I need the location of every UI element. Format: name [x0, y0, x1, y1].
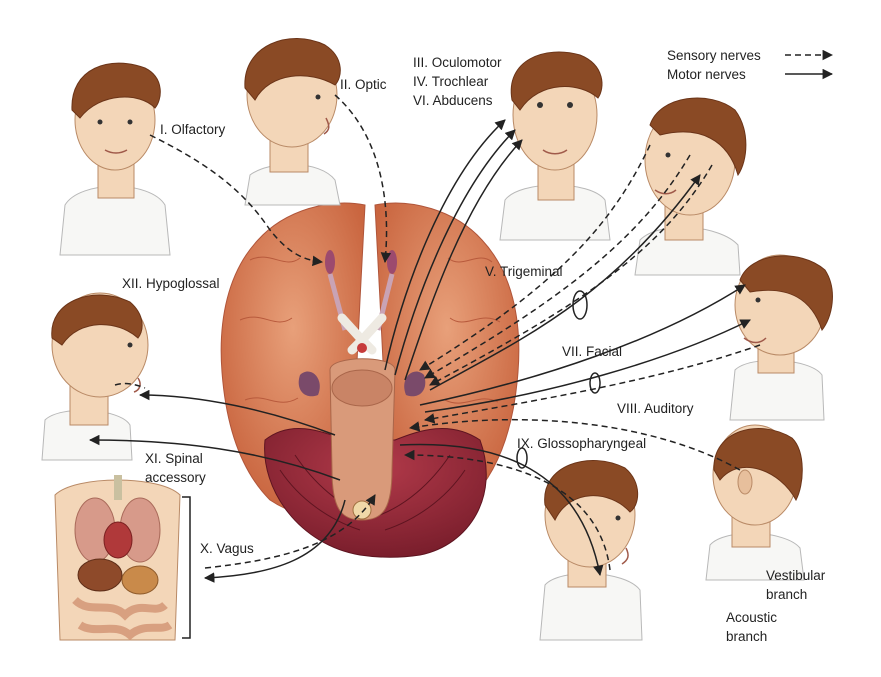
facial-sensory-path — [423, 344, 761, 424]
hypoglossal-nerve-path — [138, 389, 336, 436]
label-spinal-accessory-line1: XI. Spinal — [145, 451, 203, 466]
label-auditory: VIII. Auditory — [617, 401, 694, 416]
trigeminal-sensory-path-2 — [424, 154, 691, 379]
hypoglossal-dash — [114, 382, 146, 389]
abducens-nerve-path — [404, 139, 523, 381]
trigeminal-sensory-path-3 — [429, 164, 713, 386]
torso-vagus — [54, 475, 181, 641]
head-optic — [244, 38, 341, 206]
head-oculomotor — [499, 51, 611, 241]
trigeminal-motor-path — [429, 174, 701, 391]
trochlear-nerve-path — [394, 129, 516, 376]
label-vestibular-line2: branch — [766, 587, 807, 602]
label-trigeminal: V. Trigeminal — [485, 264, 563, 279]
label-optic: II. Optic — [340, 77, 387, 92]
legend-motor-label: Motor nerves — [667, 67, 746, 82]
auditory-nerve-path — [408, 418, 741, 471]
legend: Sensory nerves Motor nerves — [667, 48, 834, 82]
head-hypoglossal — [41, 292, 149, 461]
optic-chiasm — [337, 313, 387, 355]
label-oculomotor: III. Oculomotor — [413, 55, 502, 70]
label-facial: VII. Facial — [562, 344, 622, 359]
vagus-sensory-path — [204, 494, 376, 569]
vagus-motor-path — [203, 499, 346, 583]
olfactory-nerve-path — [149, 134, 324, 267]
label-hypoglossal: XII. Hypoglossal — [122, 276, 220, 291]
trigeminal-ganglion-ring — [572, 290, 588, 320]
facial-ganglion-ring — [589, 372, 601, 394]
label-trochlear: IV. Trochlear — [413, 74, 489, 89]
glossopharyngeal-motor-path — [399, 443, 604, 577]
glossopharyngeal-ganglion-ring — [516, 447, 528, 469]
oculomotor-nerve-path — [384, 119, 506, 371]
olfactory-bulb-left — [325, 250, 335, 274]
optic-nerve-path — [334, 94, 392, 264]
legend-sensory-label: Sensory nerves — [667, 48, 761, 63]
brain — [220, 202, 520, 558]
head-glossopharyngeal — [539, 460, 643, 641]
label-olfactory: I. Olfactory — [160, 122, 226, 137]
label-abducens: VI. Abducens — [413, 93, 493, 108]
label-vagus: X. Vagus — [200, 541, 254, 556]
label-spinal-accessory-line2: accessory — [145, 470, 206, 485]
label-acoustic-line1: Acoustic — [726, 610, 777, 625]
vagus-bracket — [182, 496, 191, 639]
head-trigeminal — [634, 97, 747, 276]
olfactory-bulb-right — [387, 250, 397, 274]
spinal-accessory-path — [88, 434, 341, 481]
glossopharyngeal-sensory-path — [403, 449, 611, 571]
head-olfactory — [59, 62, 171, 256]
head-facial — [729, 254, 833, 421]
trigeminal-sensory-path-1 — [419, 144, 651, 371]
label-vestibular-line1: Vestibular — [766, 568, 826, 583]
label-glossopharyngeal: IX. Glossopharyngeal — [517, 436, 646, 451]
head-auditory — [705, 424, 805, 581]
facial-motor-path-2 — [424, 319, 751, 413]
facial-motor-path — [419, 284, 746, 406]
label-acoustic-line2: branch — [726, 629, 767, 644]
